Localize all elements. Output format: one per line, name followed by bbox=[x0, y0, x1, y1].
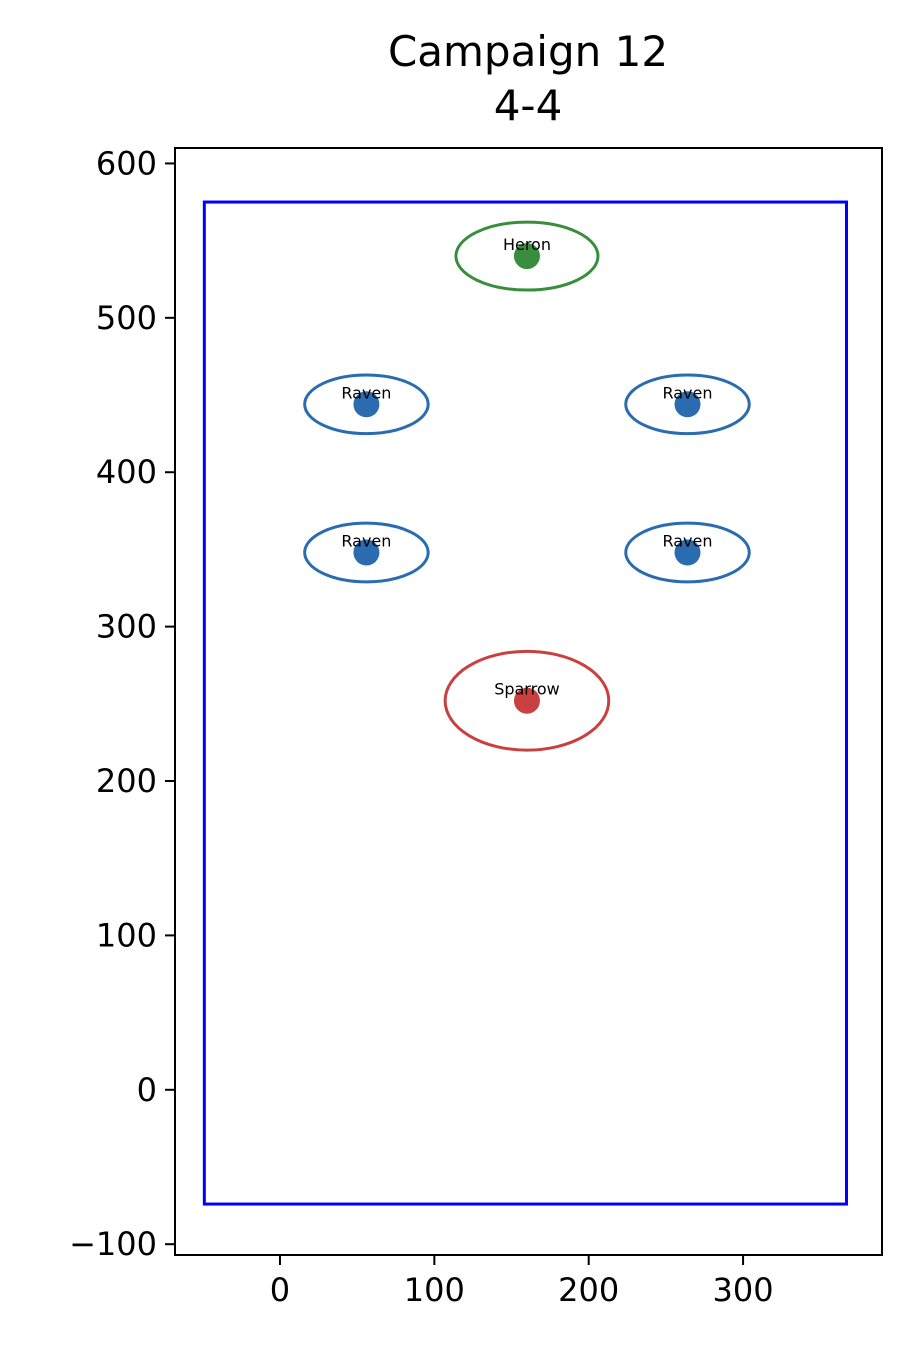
unit-marker bbox=[674, 391, 701, 418]
y-tick-label: −100 bbox=[69, 1225, 157, 1263]
y-tick-label: 300 bbox=[96, 608, 157, 646]
unit-marker bbox=[353, 391, 380, 418]
unit-label: Raven bbox=[341, 532, 391, 551]
y-tick-label: 200 bbox=[96, 762, 157, 800]
y-tick-label: 100 bbox=[96, 916, 157, 954]
x-axis: 0 100 200 300 bbox=[270, 1255, 774, 1309]
x-tick-label: 300 bbox=[713, 1271, 774, 1309]
boundary-rect bbox=[202, 200, 848, 1206]
unit-marker bbox=[513, 243, 540, 270]
unit-range-ellipse bbox=[303, 521, 430, 584]
chart-subtitle: 4-4 bbox=[494, 81, 563, 130]
x-tick-label: 100 bbox=[404, 1271, 465, 1309]
y-tick-label: 600 bbox=[96, 144, 157, 182]
unit-label: Raven bbox=[662, 383, 712, 402]
unit-marker bbox=[674, 539, 701, 566]
unit-range-ellipse bbox=[443, 649, 611, 752]
chart-title: Campaign 12 bbox=[388, 27, 668, 76]
unit-label: Raven bbox=[662, 532, 712, 551]
unit-label: Raven bbox=[341, 383, 391, 402]
y-tick-label: 500 bbox=[96, 299, 157, 337]
unit-range-ellipse bbox=[624, 373, 751, 436]
boundary-layer bbox=[202, 200, 848, 1206]
unit-range-ellipse bbox=[454, 220, 600, 292]
unit-range-ellipse bbox=[624, 521, 751, 584]
unit-marker bbox=[513, 687, 540, 714]
unit-label: Heron bbox=[503, 235, 551, 254]
y-tick-label: 0 bbox=[137, 1071, 157, 1109]
y-axis: −100 0 100 200 300 400 500 600 bbox=[69, 144, 175, 1263]
x-tick-label: 200 bbox=[558, 1271, 619, 1309]
y-tick-label: 400 bbox=[96, 453, 157, 491]
unit-range-ellipse bbox=[303, 373, 430, 436]
unit-label: Sparrow bbox=[494, 680, 560, 699]
unit-marker bbox=[353, 539, 380, 566]
x-tick-label: 0 bbox=[270, 1271, 290, 1309]
